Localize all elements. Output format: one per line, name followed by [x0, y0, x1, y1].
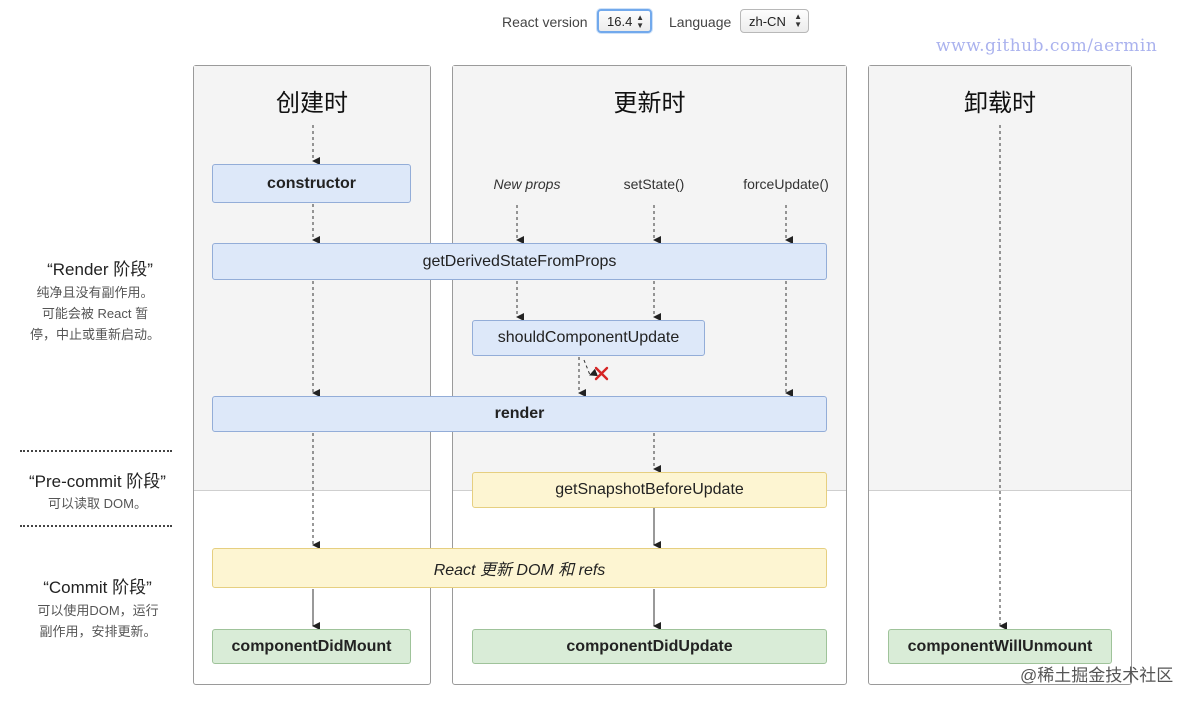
phase-separator — [20, 450, 172, 452]
render-phase-title: “Render 阶段” — [47, 260, 153, 279]
mounting-column-title: 创建时 — [276, 89, 348, 117]
trigger-new-props: New props — [493, 176, 561, 192]
credit-text: @稀土掘金技术社区 — [1020, 666, 1174, 685]
language-label: Language — [669, 14, 732, 30]
should-component-update-box: shouldComponentUpdate — [472, 320, 705, 356]
unmounting-column-title: 卸载时 — [964, 89, 1036, 117]
get-snapshot-before-update-box: getSnapshotBeforeUpdate — [472, 472, 827, 508]
constructor-box: constructor — [212, 164, 411, 203]
language-value: zh-CN — [749, 13, 786, 29]
component-did-mount-box: componentDidMount — [212, 629, 411, 664]
commit-phase-title: “Commit 阶段” — [43, 578, 152, 597]
precommit-phase-title: “Pre-commit 阶段” — [29, 472, 166, 491]
commit-phase-desc: 可以使用DOM，运行 副作用，安排更新。 — [37, 603, 159, 639]
get-derived-state-from-props-box: getDerivedStateFromProps — [212, 243, 827, 280]
select-arrows-icon: ▲▼ — [794, 12, 802, 29]
react-version-select[interactable]: 16.4 ▲▼ — [597, 9, 652, 33]
updating-column-title: 更新时 — [613, 89, 686, 117]
watermark-text: www.github.com/aermin — [936, 36, 1158, 56]
render-phase-desc: 纯净且没有副作用。 可能会被 React 暂 停，中止或重新启动。 — [29, 285, 160, 342]
trigger-set-state: setState() — [623, 176, 685, 192]
trigger-force-update: forceUpdate() — [743, 176, 829, 192]
react-version-label: React version — [502, 14, 588, 30]
component-will-unmount-box: componentWillUnmount — [888, 629, 1112, 664]
react-updates-dom-box: React 更新 DOM 和 refs — [212, 548, 827, 588]
phase-separator — [20, 525, 172, 527]
precommit-phase-desc: 可以读取 DOM。 — [48, 496, 147, 511]
language-select[interactable]: zh-CN ▲▼ — [740, 9, 809, 33]
render-box: render — [212, 396, 827, 432]
component-did-update-box: componentDidUpdate — [472, 629, 827, 664]
react-version-value: 16.4 — [607, 13, 633, 29]
select-arrows-icon: ▲▼ — [636, 13, 644, 30]
cancel-x-icon — [594, 366, 609, 381]
